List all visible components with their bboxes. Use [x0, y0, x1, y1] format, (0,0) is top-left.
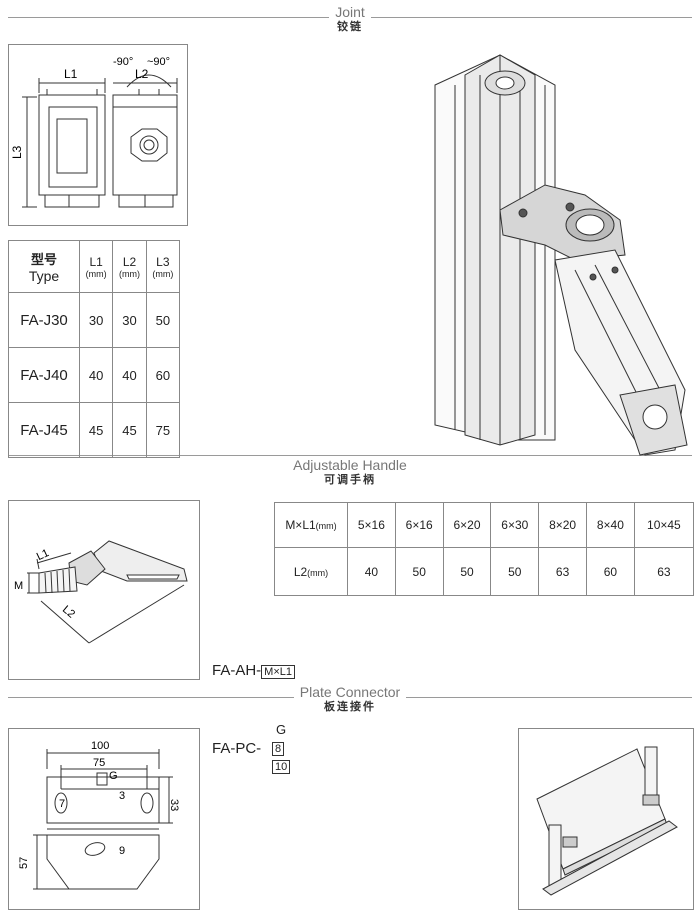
handle-code-variable: M×L1	[261, 665, 295, 679]
row-type: FA-J45	[8, 402, 80, 458]
l2-cell: 50	[490, 547, 540, 596]
joint-l3-label: L3	[10, 145, 24, 159]
plate-code-prefix: FA-PC-	[212, 740, 262, 757]
joint-l1-label: L1	[64, 67, 78, 81]
dim-9: 9	[119, 845, 125, 857]
size-cell: 6×16	[394, 502, 444, 548]
row-l3: 75	[145, 402, 181, 458]
handle-drawing-box: M L1 L2	[8, 500, 200, 680]
l1-head: L1	[89, 254, 103, 269]
handle-row2-head: L2(mm)	[274, 547, 348, 596]
joint-col-l3: L3(mm)	[145, 240, 181, 293]
handle-code-prefix: FA-AH-	[212, 662, 262, 679]
row-l1: 45	[78, 402, 114, 458]
handle-title-en: Adjustable Handle	[287, 457, 413, 473]
size-cell: 10×45	[633, 502, 695, 548]
plate-assembly-illustration	[536, 746, 678, 896]
unit: (mm)	[118, 268, 140, 279]
size-cell: 5×16	[347, 502, 396, 548]
unit: (mm)	[85, 268, 107, 279]
l2-cell: 50	[442, 547, 492, 596]
joint-assembly-illustration	[434, 54, 688, 456]
plate-title-cn: 板连接件	[318, 701, 382, 713]
plate-code-option-8: 8	[272, 742, 285, 756]
plate-title-en: Plate Connector	[293, 684, 407, 700]
plate-section-title: Plate Connector 板连接件	[0, 684, 700, 715]
handle-spec-table: M×L1(mm) 5×16 6×16 6×20 6×30 8×20 8×40 1…	[274, 502, 695, 596]
row-l3: 50	[145, 292, 181, 348]
joint-drawing-box: L1 L2 L3 -90° ~90°	[8, 44, 188, 226]
unit: (mm)	[307, 567, 329, 578]
table-row: FA-J30 30 30 50	[8, 292, 181, 348]
type-en: Type	[28, 268, 60, 284]
joint-drawing: L1 L2 L3 -90° ~90°	[10, 56, 178, 208]
plate-code-option-10: 10	[272, 760, 291, 774]
joint-col-l1: L1(mm)	[78, 240, 114, 293]
l2-cell: 50	[394, 547, 444, 596]
row-l2: 45	[112, 402, 147, 458]
row-l2: 40	[112, 347, 147, 403]
row-l3: 60	[145, 347, 181, 403]
dim-g: G	[109, 770, 118, 782]
row-type: FA-J30	[8, 292, 80, 348]
joint-type-header: 型号 Type	[8, 240, 80, 293]
plate-illustration-box	[518, 728, 694, 910]
l3-head: L3	[156, 254, 170, 269]
mxl1-head: M×L1	[285, 518, 316, 532]
plate-drawing: 100 75 G 7 3 33 57 9	[18, 740, 180, 890]
handle-order-code: FA-AH-M×L1	[212, 662, 295, 679]
handle-l2-row: L2(mm) 40 50 50 50 63 60 63	[274, 547, 695, 596]
plate-drawing-box: 100 75 G 7 3 33 57 9	[8, 728, 200, 910]
handle-l1-label: L1	[35, 547, 51, 563]
row-l1: 30	[78, 292, 114, 348]
l2-head: L2	[122, 254, 137, 269]
unit: (mm)	[152, 268, 174, 279]
unit: (mm)	[315, 521, 337, 531]
handle-section-rule	[8, 455, 692, 456]
table-row: FA-J45 45 45 75	[8, 402, 181, 458]
l2-cell: 40	[347, 547, 396, 596]
joint-table-header: 型号 Type L1(mm) L2(mm) L3(mm)	[8, 240, 181, 293]
type-cn: 型号	[30, 252, 57, 267]
joint-col-l2: L2(mm)	[112, 240, 147, 293]
handle-m-label: M	[14, 580, 23, 592]
handle-drawing: M L1 L2	[14, 540, 188, 644]
size-cell: 8×20	[538, 502, 587, 548]
joint-title-en: Joint	[329, 4, 371, 20]
l2-cell: 63	[633, 547, 695, 596]
l2-head: L2	[293, 564, 308, 579]
joint-angle-right: ~90°	[147, 56, 170, 68]
dim-57: 57	[18, 857, 30, 869]
size-cell: 8×40	[585, 502, 635, 548]
size-cell: 6×20	[442, 502, 492, 548]
dim-75: 75	[93, 757, 105, 769]
joint-angle-left: -90°	[113, 56, 133, 68]
handle-title-cn: 可调手柄	[318, 474, 382, 486]
l2-cell: 63	[538, 547, 587, 596]
row-type: FA-J40	[8, 347, 80, 403]
row-l2: 30	[112, 292, 147, 348]
dim-7: 7	[59, 798, 65, 810]
joint-section-title: Joint 铰链	[0, 4, 700, 35]
plate-order-code: G FA-PC- 8 10	[212, 722, 302, 776]
dim-100: 100	[91, 740, 109, 752]
table-row: FA-J40 40 40 60	[8, 347, 181, 403]
dim-33: 33	[168, 799, 180, 811]
handle-row1-head: M×L1(mm)	[274, 502, 348, 548]
joint-spec-table: 型号 Type L1(mm) L2(mm) L3(mm) FA-J30 30 3…	[8, 240, 181, 458]
handle-l2-label: L2	[60, 604, 77, 621]
row-l1: 40	[78, 347, 114, 403]
l2-cell: 60	[585, 547, 635, 596]
dim-3: 3	[119, 790, 125, 802]
handle-size-row: M×L1(mm) 5×16 6×16 6×20 6×30 8×20 8×40 1…	[274, 502, 695, 548]
size-cell: 6×30	[490, 502, 540, 548]
handle-section-title: Adjustable Handle 可调手柄	[0, 457, 700, 488]
joint-l2-label: L2	[135, 67, 149, 81]
joint-title-cn: 铰链	[331, 21, 369, 33]
plate-code-g: G	[276, 722, 287, 737]
